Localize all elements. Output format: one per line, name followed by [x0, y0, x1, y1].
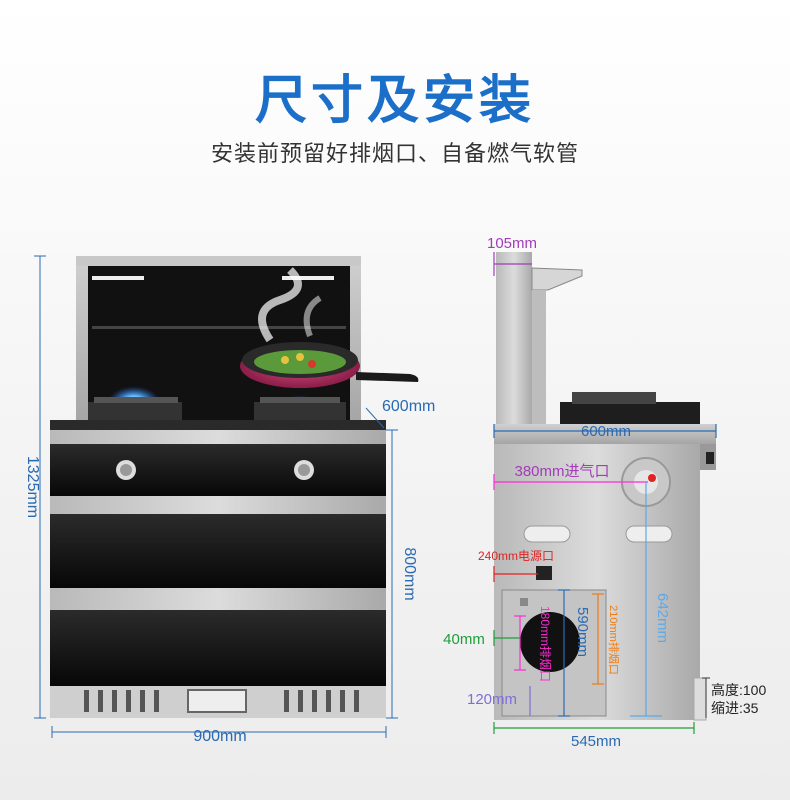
- v590-label: 590mm: [574, 607, 591, 657]
- power-label: 240mm电源口: [478, 549, 554, 563]
- front-view-stove: [50, 256, 419, 718]
- v642-label: 642mm: [654, 593, 671, 643]
- front-width-label: 900mm: [193, 728, 246, 745]
- page-subtitle: 安装前预留好排烟口、自备燃气软管: [210, 142, 579, 167]
- v120-label: 120mm: [467, 691, 517, 708]
- page-title: 尺寸及安装: [254, 71, 535, 131]
- left-burner: [88, 383, 182, 420]
- exhaust-outlet: [520, 612, 580, 672]
- front-height-label: 1325mm: [24, 456, 41, 518]
- v210-label: 210mm排烟口: [607, 605, 621, 675]
- inlet-label: 380mm进气口: [514, 463, 609, 480]
- lower-drawer: [50, 610, 386, 686]
- cabinet-height-label: 800mm: [401, 547, 418, 600]
- top-offset-label: 105mm: [487, 235, 537, 252]
- leg-recess-label: 缩进:35: [711, 700, 759, 716]
- right-burner: [254, 393, 346, 420]
- vent-label: 180mm排烟口: [538, 606, 552, 682]
- side-view-stove: [494, 252, 716, 721]
- bottom-width-label: 545mm: [571, 733, 621, 750]
- cooktop-edge: [50, 430, 386, 444]
- side-depth-label: 600mm: [581, 423, 631, 440]
- side-cooktop-edge: [494, 424, 716, 444]
- power-socket: [536, 566, 552, 580]
- left-40-label: 40mm: [443, 631, 485, 648]
- side-backsplash: [496, 252, 532, 424]
- leg-height-label: 高度:100: [711, 682, 766, 698]
- control-panel: [50, 444, 386, 496]
- side-burner: [572, 392, 656, 404]
- front-depth-label: 600mm: [382, 398, 435, 415]
- cooktop-glass: [50, 420, 386, 430]
- wok-pan: [240, 342, 419, 388]
- base-handle: [187, 689, 247, 713]
- upper-drawer: [50, 514, 386, 588]
